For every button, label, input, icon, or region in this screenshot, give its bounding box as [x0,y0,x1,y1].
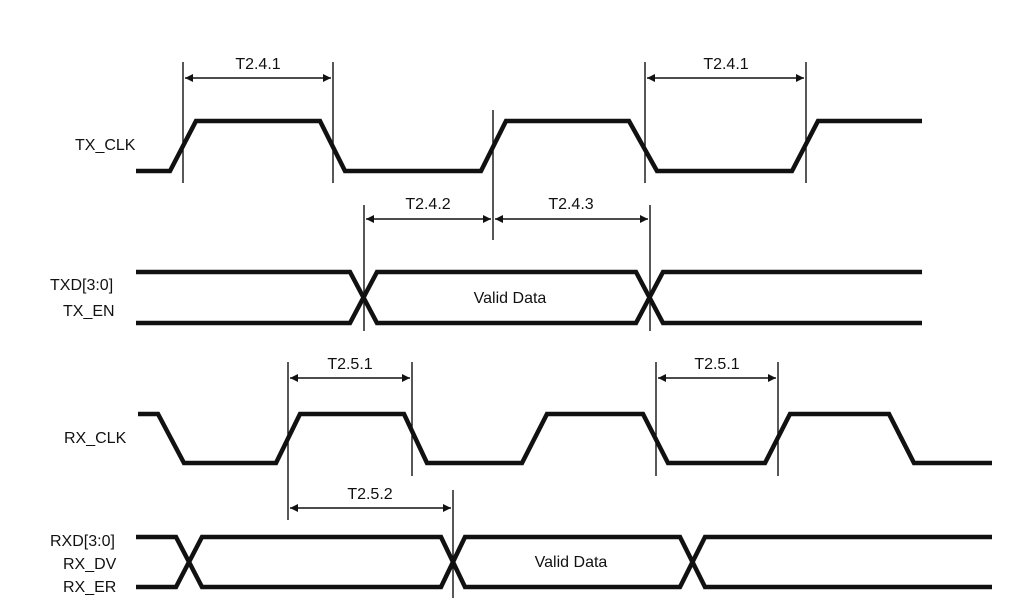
t251-b-label: T2.5.1 [694,356,739,373]
label-tx-en: TX_EN [63,303,115,320]
label-rxd: RXD[3:0] [50,533,115,550]
dim-t251-b: T2.5.1 [658,356,776,382]
dim-t252: T2.5.2 [290,486,451,512]
label-tx-clk: TX_CLK [75,137,136,154]
txd-bus-bottom [136,269,922,326]
label-rx-er: RX_ER [63,579,116,596]
rx-valid-data-label: Valid Data [535,554,608,571]
t241-a-label: T2.4.1 [235,56,280,73]
rx-clk-wave [138,411,992,466]
dim-t243: T2.4.3 [495,196,648,223]
t251-a-label: T2.5.1 [327,356,372,373]
dim-t241-a: T2.4.1 [185,56,331,82]
dim-t251-a: T2.5.1 [290,356,410,382]
label-rx-clk: RX_CLK [64,430,127,447]
t252-label: T2.5.2 [347,486,392,503]
txd-bus-top [136,269,922,326]
tx-valid-data-label: Valid Data [474,290,547,307]
t241-b-label: T2.4.1 [703,56,748,73]
t242-label: T2.4.2 [405,196,450,213]
reference-lines [182,62,807,598]
tx-clk-wave [136,118,922,174]
label-rx-dv: RX_DV [63,556,117,573]
t243-label: T2.4.3 [548,196,593,213]
dim-t241-b: T2.4.1 [647,56,804,82]
dim-t242: T2.4.2 [366,196,491,223]
label-txd: TXD[3:0] [50,277,113,294]
